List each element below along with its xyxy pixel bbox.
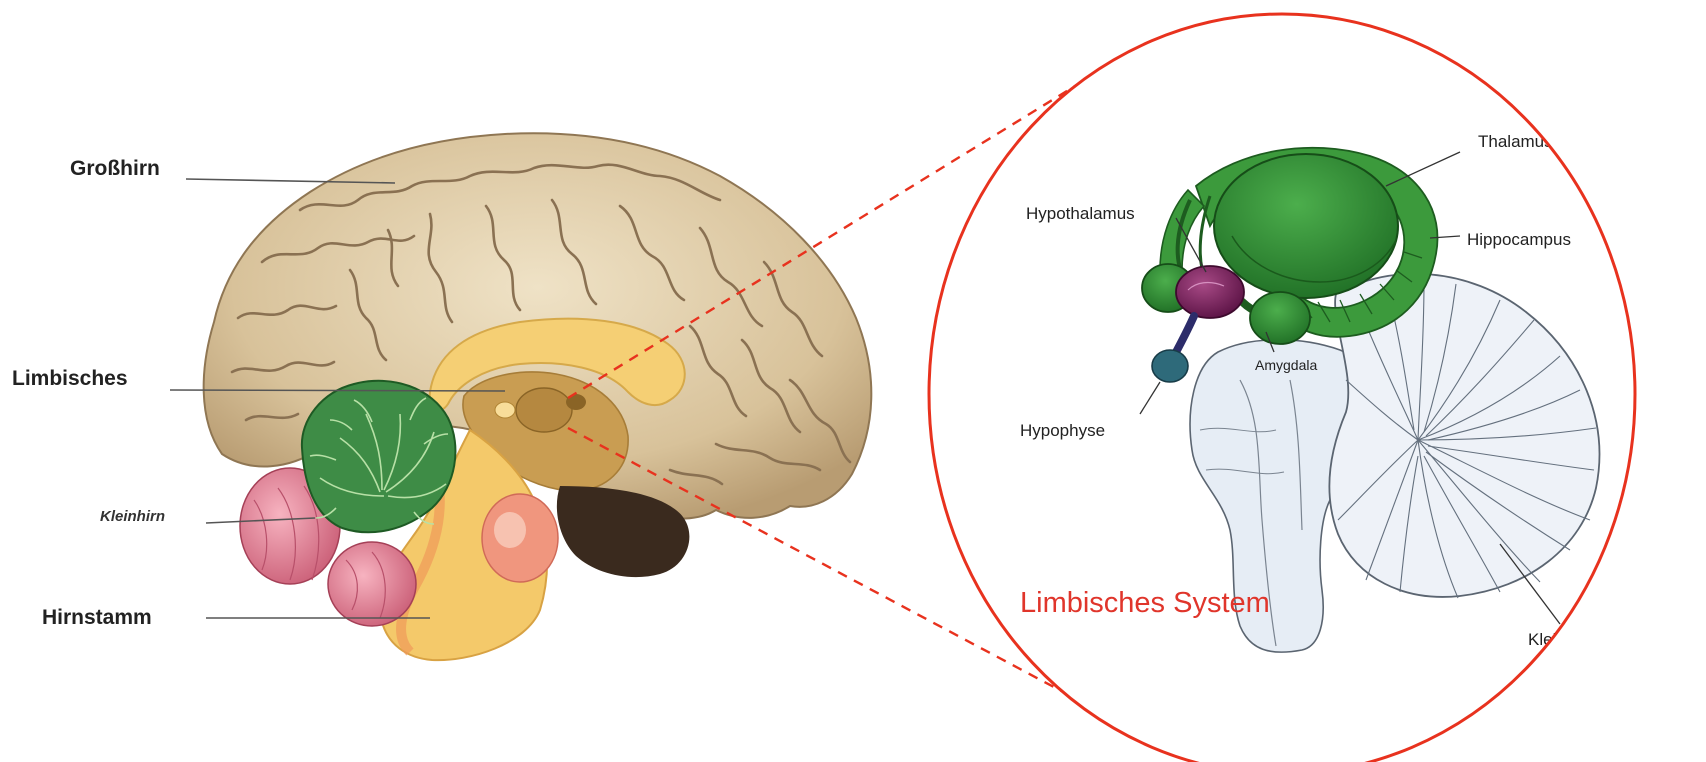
hypothalamus-zoom [1176, 266, 1244, 318]
label-hypothalamus: Hypothalamus [1026, 204, 1135, 223]
zoom-circle: Thalamus Hypothalamus Hippocampus Amygda… [929, 14, 1635, 762]
label-amygdala: Amygdala [1255, 357, 1317, 373]
label-kleinhirn-zoom: Kleinhirn [1528, 630, 1594, 649]
label-hirnstamm: Hirnstamm [42, 606, 152, 629]
label-grosshirn: Großhirn [70, 157, 160, 180]
thalamus-zoom [1214, 154, 1398, 298]
brain-sagittal-illustration: Großhirn Limbisches Kleinhirn Hirnstamm [12, 133, 871, 660]
label-hypophyse: Hypophyse [1020, 421, 1105, 440]
thalamus-small [516, 388, 572, 432]
label-kleinhirn-left: Kleinhirn [100, 508, 165, 525]
hypophyse-zoom [1152, 350, 1188, 382]
amygdala-zoom [1250, 292, 1310, 344]
label-limbisches: Limbisches [12, 367, 128, 390]
label-hippocampus: Hippocampus [1467, 230, 1571, 249]
zoom-title: Limbisches System [1020, 587, 1270, 619]
occipital-pink-lower [328, 542, 416, 626]
